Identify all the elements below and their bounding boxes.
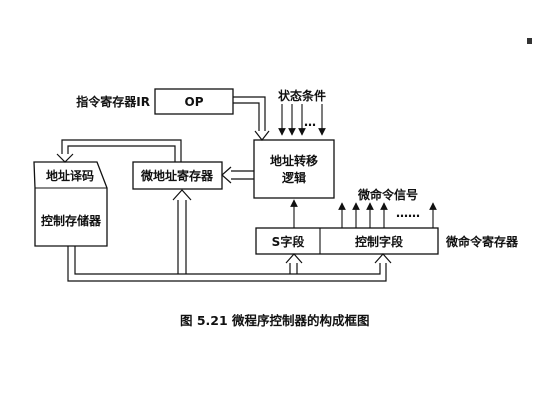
address-decode-label: 地址译码 — [46, 168, 94, 183]
status-dots: … — [304, 115, 316, 129]
control-field-label: 控制字段 — [355, 234, 404, 249]
micro-command-signal-arrows — [338, 202, 437, 228]
op-to-transfer-logic-arrow — [233, 96, 270, 141]
micro-address-register-label: 微地址寄存器 — [140, 168, 214, 183]
status-conditions-label: 状态条件 — [278, 88, 326, 103]
address-transfer-label-1: 地址转移 — [270, 153, 318, 168]
micro-addr-to-control-store-arrow — [56, 139, 182, 163]
micro-command-register-label: 微命令寄存器 — [445, 234, 519, 249]
micro-command-register-box — [255, 227, 439, 255]
micro-command-signal-label: 微命令信号 — [357, 187, 418, 202]
figure-caption: 图 5.21 微程序控制器的构成框图 — [180, 313, 370, 328]
status-condition-arrows — [278, 104, 326, 136]
s-field-label: S字段 — [272, 234, 306, 249]
scan-mark — [527, 38, 532, 44]
op-box — [154, 88, 234, 115]
control-store-to-micro-cmd-register-path — [67, 189, 392, 282]
control-store-label: 控制存储器 — [41, 213, 102, 228]
micro-command-dots: …… — [396, 206, 420, 220]
address-transfer-label-2: 逻辑 — [282, 170, 306, 185]
address-transfer-logic-box — [253, 139, 335, 199]
ir-label: 指令寄存器IR — [76, 94, 150, 109]
transfer-logic-to-micro-addr-arrow — [221, 166, 254, 184]
op-label: OP — [185, 95, 204, 109]
